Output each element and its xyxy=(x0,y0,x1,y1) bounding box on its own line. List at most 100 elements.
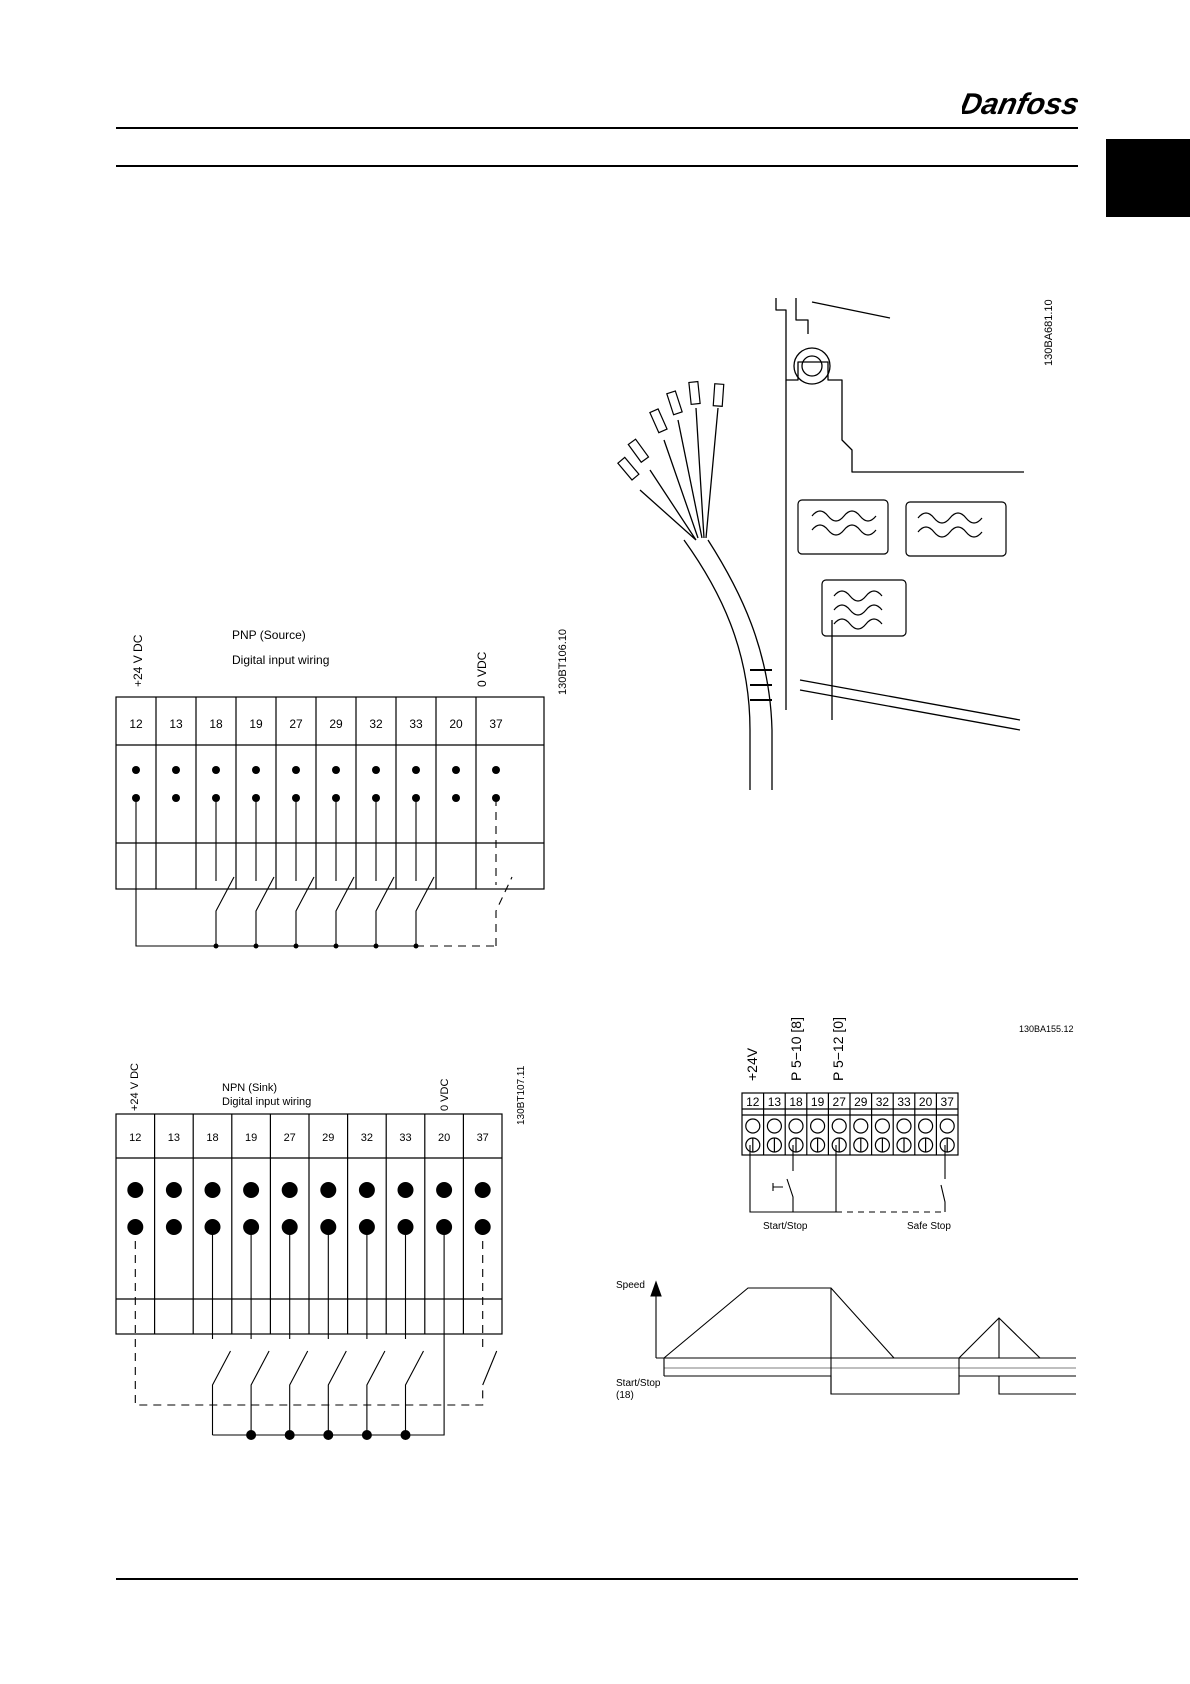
pnp-dot-top xyxy=(452,766,460,774)
npn-terminal-19: 19 xyxy=(245,1132,257,1144)
npn-subtitle: Digital input wiring xyxy=(222,1096,311,1108)
npn-switch xyxy=(250,1350,270,1435)
npn-terminal-29: 29 xyxy=(322,1132,334,1144)
npn-dot-top xyxy=(165,1182,182,1198)
npn-wiring-diagram: +24 V DC NPN (Sink) Digital input wiring… xyxy=(115,1063,527,1440)
timing-waveforms xyxy=(650,1280,1076,1395)
pnp-switch xyxy=(295,876,315,946)
startstop-figure-id: 130BA155.12 xyxy=(1019,1024,1074,1034)
npn-switch xyxy=(404,1350,424,1435)
danfoss-logo: Danfoss xyxy=(962,88,1078,121)
ss-screw-top xyxy=(896,1118,912,1134)
ss-terminal-27: 27 xyxy=(833,1095,847,1109)
pnp-switch xyxy=(335,876,355,946)
pnp-dot-top xyxy=(172,766,180,774)
ss-screw-top xyxy=(809,1118,826,1134)
spring-connector-2 xyxy=(905,501,1007,557)
npn-terminal-33: 33 xyxy=(399,1132,411,1144)
timing-signal-line1: Start/Stop xyxy=(616,1378,661,1389)
pnp-v24-label: +24 V DC xyxy=(131,634,145,687)
drive-housing xyxy=(775,298,1024,731)
wire-ferrules xyxy=(617,380,725,481)
npn-switch xyxy=(327,1350,347,1435)
pnp-dot-top xyxy=(412,766,420,774)
pnp-terminal-37: 37 xyxy=(489,717,503,731)
cable-connector-illustration: 130BA681.10 xyxy=(617,298,1055,790)
header-rule-top xyxy=(116,127,1078,129)
npn-dot-top xyxy=(397,1182,414,1198)
pnp-supply-wire xyxy=(135,798,416,947)
npn-safe-switch xyxy=(482,1350,498,1386)
ss-terminal-29: 29 xyxy=(854,1095,868,1109)
chapter-tab xyxy=(1106,139,1190,217)
startstop-p512-label: P 5−12 [0] xyxy=(830,1017,846,1081)
npn-switch xyxy=(211,1350,231,1435)
pnp-v0-label: 0 VDC xyxy=(475,651,489,687)
pnp-figure-id: 130BT106.10 xyxy=(557,629,569,695)
pnp-terminal-32: 32 xyxy=(369,717,383,731)
pnp-dot-top xyxy=(332,766,340,774)
header-rule-bottom xyxy=(116,165,1078,167)
pnp-dot-bottom xyxy=(172,794,180,802)
startstop-terminal-block xyxy=(741,1092,959,1156)
ss-terminal-37: 37 xyxy=(941,1095,955,1109)
npn-v0-label: 0 VDC xyxy=(439,1079,451,1111)
pnp-safe-stop-wire xyxy=(416,798,513,947)
ss-terminal-19: 19 xyxy=(811,1095,825,1109)
pnp-terminal-20: 20 xyxy=(449,717,463,731)
npn-dot-top xyxy=(281,1182,298,1198)
pnp-terminal-block xyxy=(115,696,545,890)
pnp-terminal-29: 29 xyxy=(329,717,343,731)
pnp-switch xyxy=(255,876,275,946)
npn-dot-top xyxy=(243,1182,260,1198)
pnp-terminal-33: 33 xyxy=(409,717,423,731)
pnp-terminal-13: 13 xyxy=(169,717,183,731)
pnp-dot-top xyxy=(492,766,500,774)
npn-supply-wire xyxy=(134,1227,484,1406)
npn-terminal-27: 27 xyxy=(284,1132,296,1144)
npn-switch xyxy=(289,1350,309,1435)
ss-screw-top xyxy=(745,1118,761,1134)
pnp-switch xyxy=(415,876,435,946)
npn-switch xyxy=(366,1350,386,1435)
start-stop-wiring-diagram: +24V P 5−10 [8] P 5−12 [0] 130BA155.12 1… xyxy=(741,1017,1074,1232)
spring-connector-1 xyxy=(797,499,889,555)
danfoss-logo-text: Danfoss xyxy=(962,88,1078,121)
speed-timing-diagram: Speed Start/Stop (18) xyxy=(616,1280,1076,1401)
pnp-dot-top xyxy=(292,766,300,774)
startstop-wiring xyxy=(749,1145,946,1213)
startstop-v24-label: +24V xyxy=(744,1047,760,1081)
ss-terminal-18: 18 xyxy=(789,1095,803,1109)
npn-dot-top xyxy=(320,1182,337,1198)
pnp-wiring-diagram: +24 V DC PNP (Source) Digital input wiri… xyxy=(115,628,569,949)
ss-screw-top xyxy=(766,1118,783,1134)
ss-terminal-13: 13 xyxy=(768,1095,782,1109)
npn-figure-id: 130BT107.11 xyxy=(516,1065,527,1125)
ss-screw-top xyxy=(853,1118,869,1134)
npn-dot-top xyxy=(474,1182,491,1198)
pnp-wires xyxy=(135,798,513,947)
ss-terminal-33: 33 xyxy=(897,1095,911,1109)
npn-v24-label: +24 V DC xyxy=(129,1063,141,1111)
npn-dot-bottom xyxy=(165,1219,182,1235)
pnp-terminal-12: 12 xyxy=(129,717,143,731)
cable-figure-id: 130BA681.10 xyxy=(1043,299,1055,366)
pnp-switch xyxy=(215,876,235,946)
pnp-dot-bottom xyxy=(452,794,460,802)
ss-screw-top xyxy=(918,1118,934,1134)
ss-screw-top xyxy=(788,1118,804,1134)
timing-speed-label: Speed xyxy=(616,1280,645,1291)
pnp-subtitle: Digital input wiring xyxy=(232,653,329,667)
footer-rule xyxy=(116,1578,1078,1580)
npn-dot-top xyxy=(204,1182,221,1198)
npn-terminal-32: 32 xyxy=(361,1132,373,1144)
npn-terminal-12: 12 xyxy=(129,1132,141,1144)
npn-terminal-13: 13 xyxy=(168,1132,180,1144)
startstop-p510-label: P 5−10 [8] xyxy=(788,1017,804,1081)
pnp-dot-top xyxy=(372,766,380,774)
ss-terminal-20: 20 xyxy=(919,1095,933,1109)
npn-dot-top xyxy=(358,1182,375,1198)
pnp-dot-top xyxy=(212,766,220,774)
